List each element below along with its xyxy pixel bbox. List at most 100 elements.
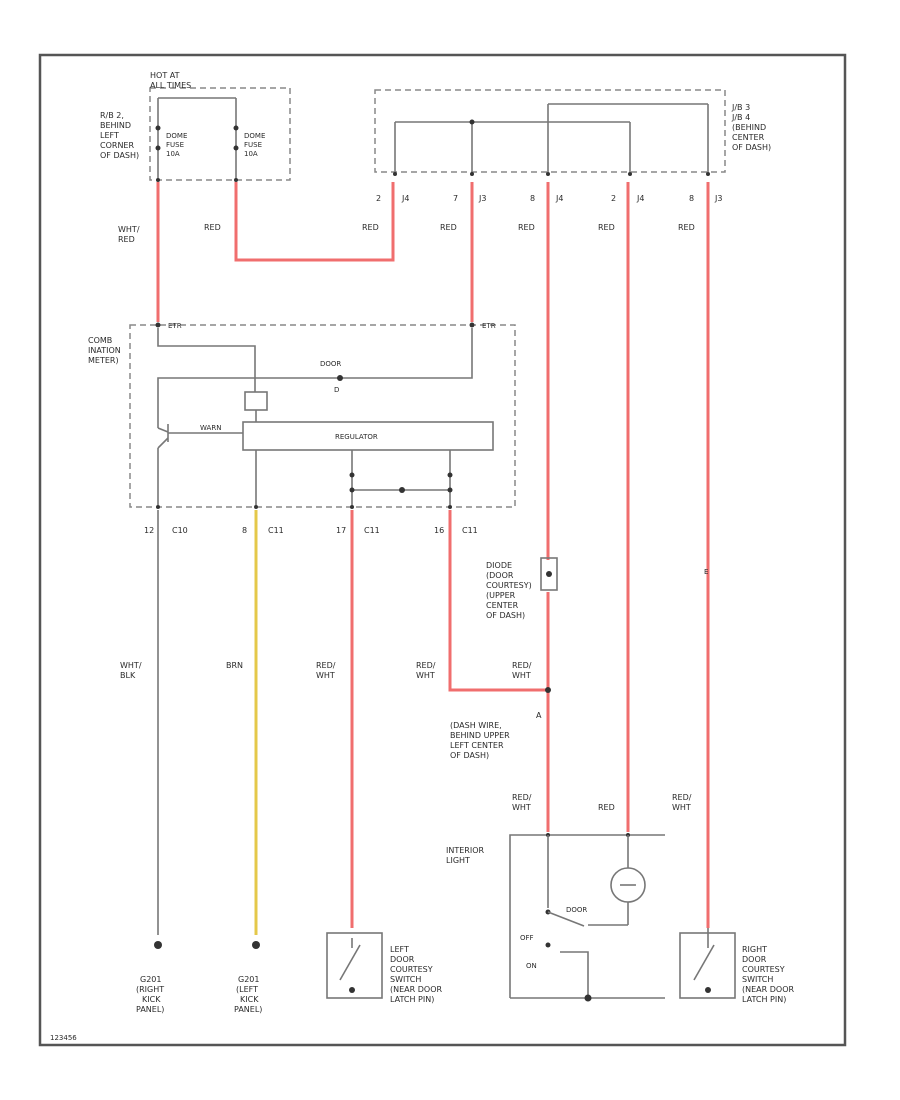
fuse-box-title-1: HOT AT: [150, 71, 180, 80]
svg-text:OF DASH): OF DASH): [486, 611, 525, 620]
meter-warn-label: WARN: [200, 424, 221, 432]
meter-pin-3-conn: C11: [364, 526, 380, 535]
ground-g201-right: G201 (RIGHT KICK PANEL): [136, 941, 164, 1014]
wire-label-red-wht-1a: RED/: [316, 661, 336, 670]
wire-label-red-c: RED: [440, 223, 457, 232]
meter-pin-1-num: 12: [144, 526, 154, 535]
meter-pin-3-num: 17: [336, 526, 346, 535]
svg-text:INTERIOR: INTERIOR: [446, 846, 485, 855]
meter-door-label: DOOR: [320, 360, 341, 368]
meter-unit-label: REGULATOR: [335, 433, 378, 441]
svg-text:10A: 10A: [244, 150, 258, 158]
svg-text:(UPPER: (UPPER: [486, 591, 516, 600]
wire-label-red-a: RED: [204, 223, 221, 232]
diagram-frame: [38, 53, 847, 1047]
right-door-courtesy-switch: RIGHT DOOR COURTESY SWITCH (NEAR DOOR LA…: [679, 928, 794, 1004]
svg-text:(BEHIND: (BEHIND: [732, 123, 766, 132]
svg-text:BEHIND UPPER: BEHIND UPPER: [450, 731, 510, 740]
footer-id: 123456: [50, 1034, 77, 1042]
svg-text:DOME: DOME: [244, 132, 265, 140]
wire-label-red-wht-3a: RED/: [512, 661, 532, 670]
junction-block: J/B 3 J/B 4 (BEHIND CENTER OF DASH) 2 J4…: [374, 89, 771, 203]
svg-text:J/B 4: J/B 4: [731, 113, 750, 122]
meter-pin-right: ETR: [482, 322, 496, 330]
svg-text:LATCH PIN): LATCH PIN): [742, 995, 786, 1004]
svg-text:LIGHT: LIGHT: [446, 856, 470, 865]
svg-text:SWITCH: SWITCH: [390, 975, 421, 984]
svg-text:PANEL): PANEL): [136, 1005, 164, 1014]
svg-text:KICK: KICK: [240, 995, 259, 1004]
svg-text:CENTER: CENTER: [732, 133, 765, 142]
wire-label-red-wht-5a: RED/: [672, 793, 692, 802]
jb-location: J/B 3 J/B 4 (BEHIND CENTER OF DASH): [731, 103, 771, 152]
svg-text:10A: 10A: [166, 150, 180, 158]
meter-pin-4-num: 16: [434, 526, 444, 535]
svg-text:(DOOR: (DOOR: [486, 571, 514, 580]
svg-text:CORNER: CORNER: [100, 141, 134, 150]
svg-text:COURTESY: COURTESY: [742, 965, 785, 974]
wire-label-red-d: RED: [518, 223, 535, 232]
svg-text:LEFT: LEFT: [390, 945, 409, 954]
svg-text:BEHIND: BEHIND: [100, 121, 131, 130]
svg-text:HOT AT: HOT AT: [150, 71, 180, 80]
svg-text:DOOR: DOOR: [566, 906, 587, 914]
svg-text:ON: ON: [526, 962, 537, 970]
supply-wires: WHT/ RED RED RED RED RED RED RED: [118, 182, 710, 928]
jb-pin-1-conn: J4: [401, 194, 409, 203]
svg-text:FUSE: FUSE: [244, 141, 262, 149]
wire-label-wht-red-1: WHT/: [118, 225, 140, 234]
combination-meter: COMB INATION METER) ETR ETR DOOR D WARN …: [88, 322, 516, 535]
lower-wires: WHT/ BLK BRN RED/ WHT RED/ WHT DIODE (DO…: [120, 510, 708, 935]
wire-label-red-wht-5b: WHT: [672, 803, 691, 812]
jb-pin-3-conn: J4: [555, 194, 563, 203]
jb-pin-5-num: 8: [689, 194, 694, 203]
wire-label-red-wht-4a: RED/: [512, 793, 532, 802]
svg-text:METER): METER): [88, 356, 119, 365]
svg-text:COURTESY: COURTESY: [390, 965, 433, 974]
jb-pin-2-conn: J3: [478, 194, 486, 203]
svg-text:FUSE: FUSE: [166, 141, 184, 149]
svg-text:SWITCH: SWITCH: [742, 975, 773, 984]
svg-text:LEFT: LEFT: [100, 131, 119, 140]
meter-pin-1-conn: C10: [172, 526, 188, 535]
jb-pin-5-conn: J3: [714, 194, 722, 203]
wire-label-red-g: RED: [598, 803, 615, 812]
wire-label-red-wht-4b: WHT: [512, 803, 531, 812]
fuse-1: DOME FUSE 10A: [155, 97, 237, 178]
svg-text:R/B 2,: R/B 2,: [100, 111, 124, 120]
meter-pin-left: ETR: [168, 322, 182, 330]
svg-text:COURTESY): COURTESY): [486, 581, 532, 590]
wire-label-red-b: RED: [362, 223, 379, 232]
wire-label-red-e: RED: [598, 223, 615, 232]
svg-text:OFF: OFF: [520, 934, 534, 942]
svg-text:OF DASH): OF DASH): [100, 151, 139, 160]
svg-text:PANEL): PANEL): [234, 1005, 262, 1014]
svg-text:OF DASH): OF DASH): [732, 143, 771, 152]
svg-text:(NEAR DOOR: (NEAR DOOR: [390, 985, 442, 994]
wire-label-red-wht-1b: WHT: [316, 671, 335, 680]
svg-text:(RIGHT: (RIGHT: [136, 985, 164, 994]
svg-text:LEFT CENTER: LEFT CENTER: [450, 741, 504, 750]
svg-text:RIGHT: RIGHT: [742, 945, 767, 954]
svg-text:DOOR: DOOR: [390, 955, 415, 964]
svg-text:G201: G201: [238, 975, 259, 984]
meter-pin-2-num: 8: [242, 526, 247, 535]
svg-text:(NEAR DOOR: (NEAR DOOR: [742, 985, 794, 994]
ground-g201-left: G201 (LEFT KICK PANEL): [234, 941, 262, 1014]
wire-label-red-wht-3b: WHT: [512, 671, 531, 680]
fuse-box-title-2: ALL TIMES: [150, 81, 191, 90]
wire-label-brn: BRN: [226, 661, 243, 670]
meter-door-sub: D: [334, 386, 339, 394]
jb-pin-3-num: 8: [530, 194, 535, 203]
jb-pin-4-num: 2: [611, 194, 616, 203]
svg-text:CENTER: CENTER: [486, 601, 519, 610]
wire-label-wht-red-2: RED: [118, 235, 135, 244]
svg-text:DOOR: DOOR: [742, 955, 767, 964]
fuse-box-location: R/B 2, BEHIND LEFT CORNER OF DASH): [100, 111, 139, 160]
svg-text:COMB: COMB: [88, 336, 112, 345]
fuse-box: HOT AT ALL TIMES R/B 2, BEHIND LEFT CORN…: [100, 71, 291, 182]
svg-text:(DASH WIRE,: (DASH WIRE,: [450, 721, 502, 730]
meter-pin-4-conn: C11: [462, 526, 478, 535]
meter-pin-2-conn: C11: [268, 526, 284, 535]
